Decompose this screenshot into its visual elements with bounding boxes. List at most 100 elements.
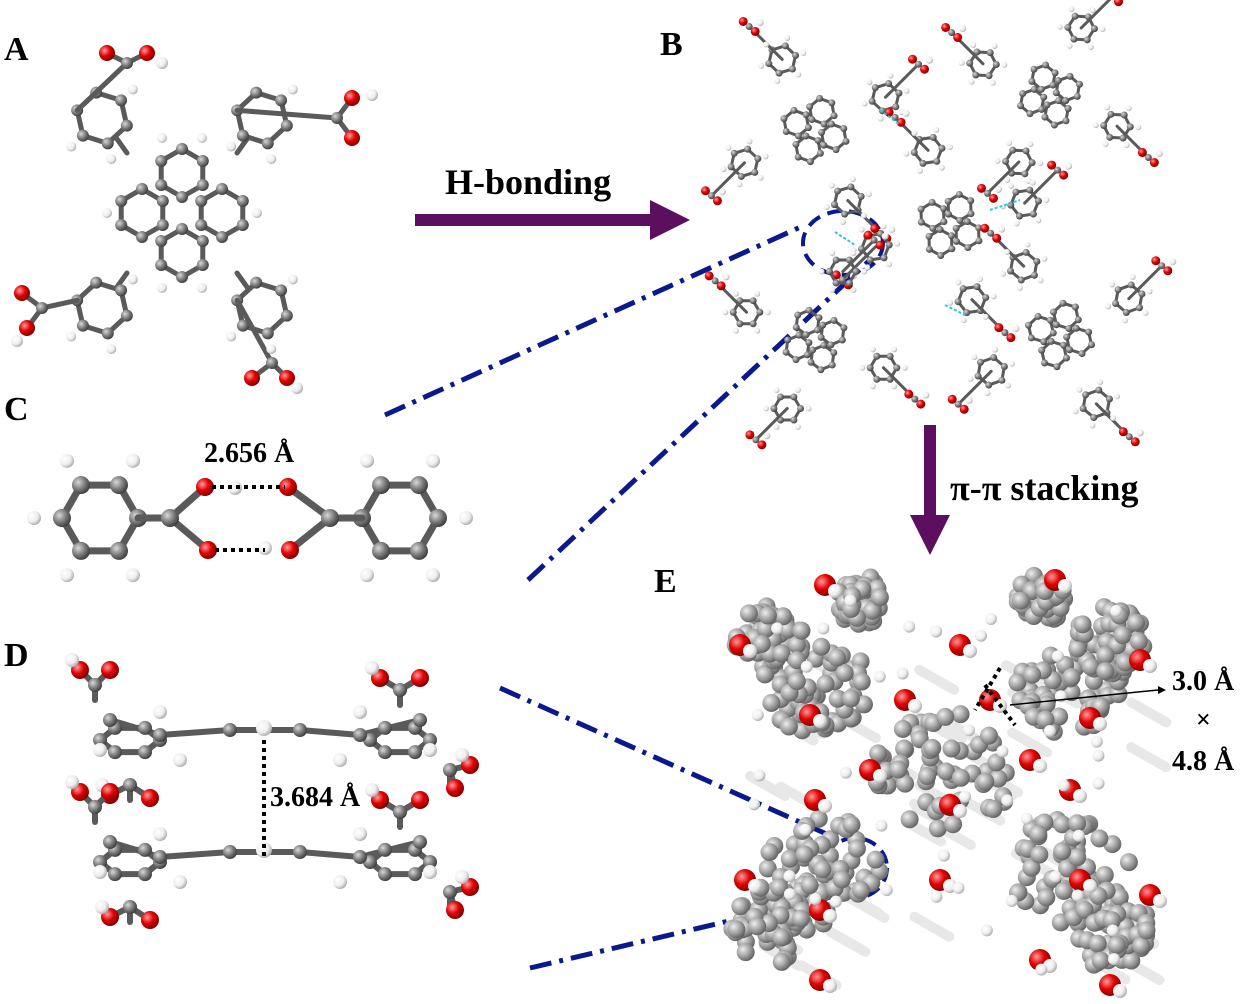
carbon-atom bbox=[925, 232, 933, 240]
pore-pointer-line bbox=[1009, 689, 1159, 706]
hydrogen-atom bbox=[959, 24, 967, 32]
carbon-atom bbox=[744, 145, 752, 153]
carbon-atom bbox=[954, 400, 962, 408]
carbon-atom bbox=[1042, 61, 1050, 69]
hydrogen-atom bbox=[1087, 43, 1094, 50]
carbon-atom bbox=[36, 302, 48, 314]
carbon-atom bbox=[1040, 93, 1048, 101]
carbon-atom bbox=[805, 339, 813, 347]
hydrogen-atom bbox=[287, 274, 298, 285]
hydrogen-atom bbox=[732, 327, 739, 334]
carbon-atom bbox=[1083, 36, 1091, 44]
carbon-atom bbox=[866, 256, 874, 264]
oxygen-atom bbox=[738, 16, 748, 26]
carbon-atom bbox=[925, 245, 933, 253]
hydrogen-atom bbox=[1001, 794, 1014, 807]
hydrogen-atom bbox=[1007, 182, 1014, 189]
panel-label-d: D bbox=[4, 637, 29, 674]
hydrogen-atom bbox=[762, 405, 769, 412]
carbon-atom bbox=[870, 588, 889, 607]
carbon-atom bbox=[792, 356, 800, 364]
h-bonding-arrow bbox=[415, 200, 690, 240]
carbon-atom bbox=[1062, 668, 1081, 687]
carbon-atom bbox=[93, 855, 107, 869]
carbon-atom bbox=[802, 331, 810, 339]
carbon-atom bbox=[827, 648, 846, 667]
measurement-lines bbox=[212, 485, 1017, 858]
carbon-atom bbox=[121, 57, 133, 69]
carbon-atom bbox=[963, 218, 971, 226]
carbon-atom bbox=[857, 192, 865, 200]
carbon-atom bbox=[871, 84, 879, 92]
carbon-atom bbox=[1144, 154, 1152, 162]
carbon-atom bbox=[866, 364, 874, 372]
depth-streak bbox=[909, 911, 955, 942]
hydrogen-atom bbox=[197, 133, 207, 143]
oxygen-atom bbox=[244, 370, 260, 386]
carbon-atom bbox=[115, 219, 128, 231]
carbon-atom bbox=[1052, 321, 1060, 329]
carbon-atom bbox=[156, 219, 169, 231]
carbon-atom bbox=[847, 839, 866, 858]
carbon-atom bbox=[1017, 102, 1025, 110]
oxygen-atom bbox=[908, 54, 918, 64]
carbon-atom bbox=[261, 327, 274, 340]
carbon-atom bbox=[984, 800, 1003, 819]
carbon-atom bbox=[266, 357, 278, 369]
hydrogen-atom bbox=[971, 354, 978, 361]
carbon-atom bbox=[818, 128, 826, 136]
carbon-atom bbox=[755, 665, 774, 684]
carbon-atom bbox=[216, 231, 228, 243]
carbon-atom bbox=[1022, 858, 1041, 877]
carbon-atom bbox=[841, 689, 860, 708]
carbon-atom bbox=[819, 321, 827, 329]
panel-label-e: E bbox=[654, 563, 677, 600]
oxygen-atom bbox=[1059, 170, 1069, 180]
carbon-atom bbox=[195, 195, 208, 207]
carbon-atom bbox=[1036, 710, 1055, 729]
carbon-atom bbox=[1049, 329, 1057, 337]
hydrogen-atom bbox=[783, 888, 796, 901]
carbon-atom bbox=[790, 106, 798, 114]
hbond-line bbox=[989, 199, 1021, 211]
hydrogen-atom bbox=[1113, 393, 1120, 400]
hydrogen-atom bbox=[256, 842, 272, 858]
carbon-atom bbox=[784, 336, 792, 344]
hydrogen-atom bbox=[1000, 270, 1007, 277]
pore-height-label: 4.8 Å bbox=[1172, 746, 1235, 777]
oxygen-atom bbox=[953, 32, 963, 42]
carbon-atom bbox=[730, 149, 738, 157]
oxygen-atom bbox=[344, 130, 360, 146]
hydrogen-atom bbox=[455, 870, 469, 884]
carbon-atom bbox=[378, 745, 392, 760]
bond bbox=[754, 406, 789, 442]
hydrogen-atom bbox=[751, 708, 764, 721]
hydrogen-atom bbox=[102, 208, 112, 218]
bond bbox=[841, 238, 876, 274]
hydrogen-atom bbox=[829, 895, 842, 908]
carbon-atom bbox=[736, 320, 744, 328]
carbon-atom bbox=[1019, 90, 1027, 98]
carbon-atom bbox=[1049, 308, 1057, 316]
oxygen-atom bbox=[988, 193, 998, 203]
hydrogen-atom bbox=[1057, 779, 1070, 792]
carbon-atom bbox=[1001, 329, 1009, 337]
carbon-atom bbox=[923, 738, 942, 757]
carbon-atom bbox=[828, 99, 836, 107]
hydrogen-atom bbox=[763, 432, 771, 440]
hydrogen-atom bbox=[1129, 274, 1136, 281]
carbon-atom bbox=[176, 191, 188, 203]
carbon-atom bbox=[176, 271, 188, 283]
carbon-atom bbox=[1030, 65, 1038, 73]
oxygen-atom bbox=[745, 430, 755, 440]
hbond-line bbox=[879, 109, 901, 126]
hydrogen-atom bbox=[1110, 604, 1123, 617]
carbon-atom bbox=[790, 393, 798, 401]
carbon-atom bbox=[1106, 133, 1114, 141]
molecule-c-benzoic-acid-dimer bbox=[27, 453, 473, 583]
carbon-atom bbox=[1038, 105, 1046, 113]
hydrogen-atom bbox=[1041, 255, 1048, 262]
carbon-atom bbox=[429, 509, 447, 527]
hydrogen-atom bbox=[809, 893, 822, 906]
